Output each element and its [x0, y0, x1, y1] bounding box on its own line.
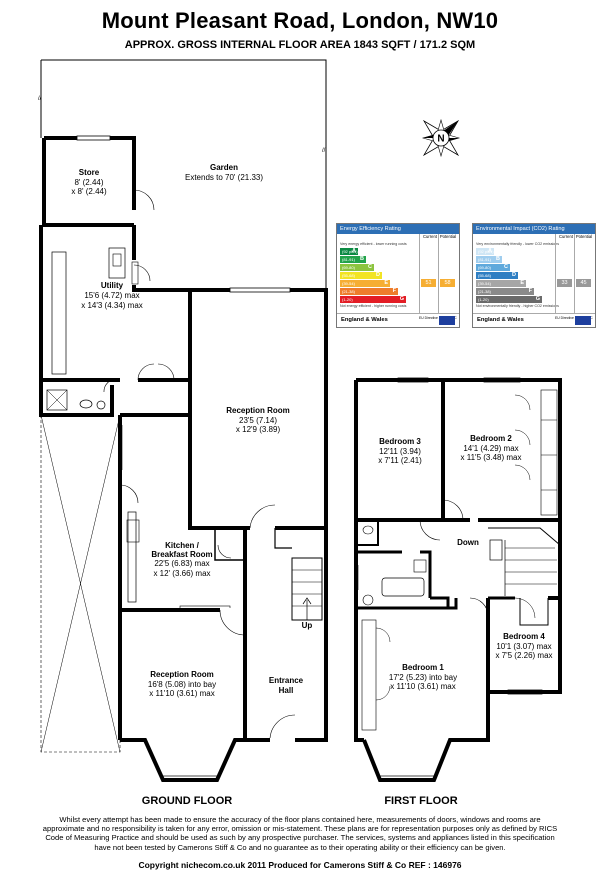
- reception-front-dim-1: 16'8 (5.08) into bay: [148, 680, 216, 689]
- svg-text://: //: [322, 148, 326, 154]
- bedroom1-dim-1: 17'2 (5.23) into bay: [389, 673, 457, 682]
- eu-flag-icon: [439, 316, 455, 325]
- stairs-down-label: Down: [457, 538, 479, 547]
- utility-dim-2: x 14'3 (4.34) max: [81, 301, 143, 310]
- first-floor-label: FIRST FLOOR: [384, 795, 457, 807]
- kitchen-label: Kitchen /: [165, 541, 200, 550]
- floor-area-subtitle: APPROX. GROSS INTERNAL FLOOR AREA 1843 S…: [124, 39, 476, 51]
- environment-top-note: Very environmentally friendly - lower CO…: [476, 242, 560, 246]
- energy-band-g: (1-20)G: [340, 296, 406, 303]
- environment-band-b: (81-91)B: [476, 256, 502, 263]
- reception-rear-dim-2: x 12'9 (3.89): [236, 425, 281, 434]
- kitchen-label-2: Breakfast Room: [151, 550, 212, 559]
- compass-icon: N: [421, 118, 461, 158]
- kitchen-dim-2: x 12' (3.66) max: [153, 569, 210, 578]
- room-labels: Store 8' (2.44) x 8' (2.44) Garden Exten…: [71, 163, 552, 807]
- bedroom3-dim-2: x 7'11 (2.41): [378, 456, 422, 465]
- reception-front-dim-2: x 11'10 (3.61) max: [149, 689, 214, 698]
- energy-band-f: (21-38)F: [340, 288, 398, 295]
- utility-label: Utility: [101, 281, 124, 290]
- bedroom2-label: Bedroom 2: [470, 434, 512, 443]
- environment-band-c: (69-80)C: [476, 264, 510, 271]
- kitchen-dim-1: 22'5 (6.83) max: [154, 559, 209, 568]
- bedroom1-label: Bedroom 1: [402, 663, 444, 672]
- page-title: Mount Pleasant Road, London, NW10: [101, 8, 499, 33]
- footer-text: Copyright nichecom.co.uk 2011 Produced f…: [138, 860, 462, 870]
- first-floor-plan: [354, 377, 562, 782]
- bedroom3-label: Bedroom 3: [379, 437, 421, 446]
- garden-dim-1: Extends to 70' (21.33): [185, 173, 263, 182]
- energy-top-note: Very energy efficient - lower running co…: [340, 242, 407, 246]
- svg-text://: //: [38, 96, 42, 102]
- environment-bottom-note: Not environmentally friendly - higher CO…: [476, 304, 559, 308]
- reception-rear-label: Reception Room: [226, 406, 290, 415]
- entrance-label-2: Hall: [279, 686, 294, 695]
- environment-band-a: (92 plus)A: [476, 248, 494, 255]
- energy-band-c: (69-80)C: [340, 264, 374, 271]
- energy-bottom-note: Not energy efficient - higher running co…: [340, 304, 407, 308]
- environment-chart-title: Environmental Impact (CO2) Rating: [473, 224, 595, 234]
- environment-potential-arrow: 45: [576, 279, 591, 287]
- energy-band-a: (92 plus)A: [340, 248, 358, 255]
- bedroom3-dim-1: 12'11 (3.94): [379, 447, 421, 456]
- store-label: Store: [79, 168, 100, 177]
- ground-floor-plan: // //: [38, 59, 328, 782]
- reception-front-label: Reception Room: [150, 670, 214, 679]
- disclaimer-text: Whilst every attempt has been made to en…: [42, 815, 558, 852]
- utility-dim-1: 15'6 (4.72) max: [84, 291, 139, 300]
- energy-current-arrow: 51: [421, 279, 436, 287]
- energy-band-d: (55-68)D: [340, 272, 382, 279]
- bedroom2-dim-1: 14'1 (4.29) max: [463, 444, 518, 453]
- environment-band-g: (1-20)G: [476, 296, 542, 303]
- garden-label: Garden: [210, 163, 238, 172]
- svg-text:N: N: [437, 134, 444, 145]
- bedroom2-dim-2: x 11'5 (3.48) max: [461, 453, 522, 462]
- energy-chart-title: Energy Efficiency Rating: [337, 224, 459, 234]
- environment-band-e: (39-54)E: [476, 280, 526, 287]
- energy-potential-arrow: 58: [440, 279, 455, 287]
- bedroom4-dim-1: 10'1 (3.07) max: [496, 642, 551, 651]
- store-dim-2: x 8' (2.44): [71, 187, 107, 196]
- entrance-label: Entrance: [269, 676, 304, 685]
- bedroom4-label: Bedroom 4: [503, 632, 545, 641]
- eu-flag-icon: [575, 316, 591, 325]
- bedroom4-dim-2: x 7'5 (2.26) max: [495, 651, 552, 660]
- environment-band-d: (55-68)D: [476, 272, 518, 279]
- energy-band-e: (39-54)E: [340, 280, 390, 287]
- store-dim-1: 8' (2.44): [74, 178, 103, 187]
- energy-band-b: (81-91)B: [340, 256, 366, 263]
- ground-floor-label: GROUND FLOOR: [142, 795, 232, 807]
- environment-current-arrow: 33: [557, 279, 572, 287]
- reception-rear-dim-1: 23'5 (7.14): [239, 416, 277, 425]
- bedroom1-dim-2: x 11'10 (3.61) max: [390, 682, 455, 691]
- stairs-up-label: Up: [302, 621, 313, 630]
- environment-band-f: (21-38)F: [476, 288, 534, 295]
- environmental-impact-chart: Environmental Impact (CO2) Rating Curren…: [472, 223, 596, 328]
